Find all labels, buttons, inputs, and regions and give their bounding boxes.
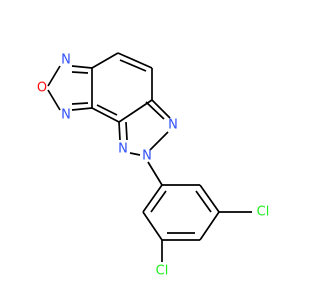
bond-ph5-ph6 [142,211,163,241]
bond-c5-c6 [117,52,153,69]
bonds [47,52,252,262]
bond-ph3-ph4 [199,211,220,241]
bond-n-center-phenyl [147,161,163,186]
atom-cl-lower: Cl [156,264,169,279]
bond-ph2-ph3-inner [195,190,212,213]
bond-c4a-c5 [91,52,119,69]
bond-o1-n-top [47,65,61,87]
atom-labels: O N N N N N Cl Cl [37,53,269,279]
bond-n-left-n-center [129,152,141,156]
bond-n-bottom-c8b-double [71,102,89,105]
atom-cl-upper: Cl [257,205,270,220]
bond-c5-c6-double [119,59,147,72]
bond-ph2-ph3 [199,184,220,213]
bond-n-right-n-center [149,131,169,151]
bond-c9a-c8b [91,107,120,123]
bond-o1-n-bottom [47,89,61,111]
bond-c9a-n-left [118,121,121,141]
bond-c6a-n-right-double [145,101,165,120]
bond-n-bottom-c8b [71,107,93,111]
bond-c6a-c9a [118,99,153,123]
molecule-structure: O N N N N N Cl Cl [37,52,269,279]
bond-ph6-ph1-inner [150,190,167,213]
bond-n-top-c4a [71,65,93,69]
atom-n-triazole-right: N [168,118,178,133]
bond-n-top-c4a-double [71,71,89,74]
bond-c6a-n-right [151,99,171,119]
atom-n-left-bottom: N [61,108,71,123]
bond-ph6-ph1 [142,184,163,213]
bond-c9a-n-left-double [125,121,128,141]
atom-n-triazole-left: N [118,142,128,157]
atom-n-left-top: N [61,53,71,68]
bond-c9a-c8b-double [96,104,118,116]
atom-o1: O [37,81,47,96]
atom-n-triazole-center: N [142,149,152,164]
